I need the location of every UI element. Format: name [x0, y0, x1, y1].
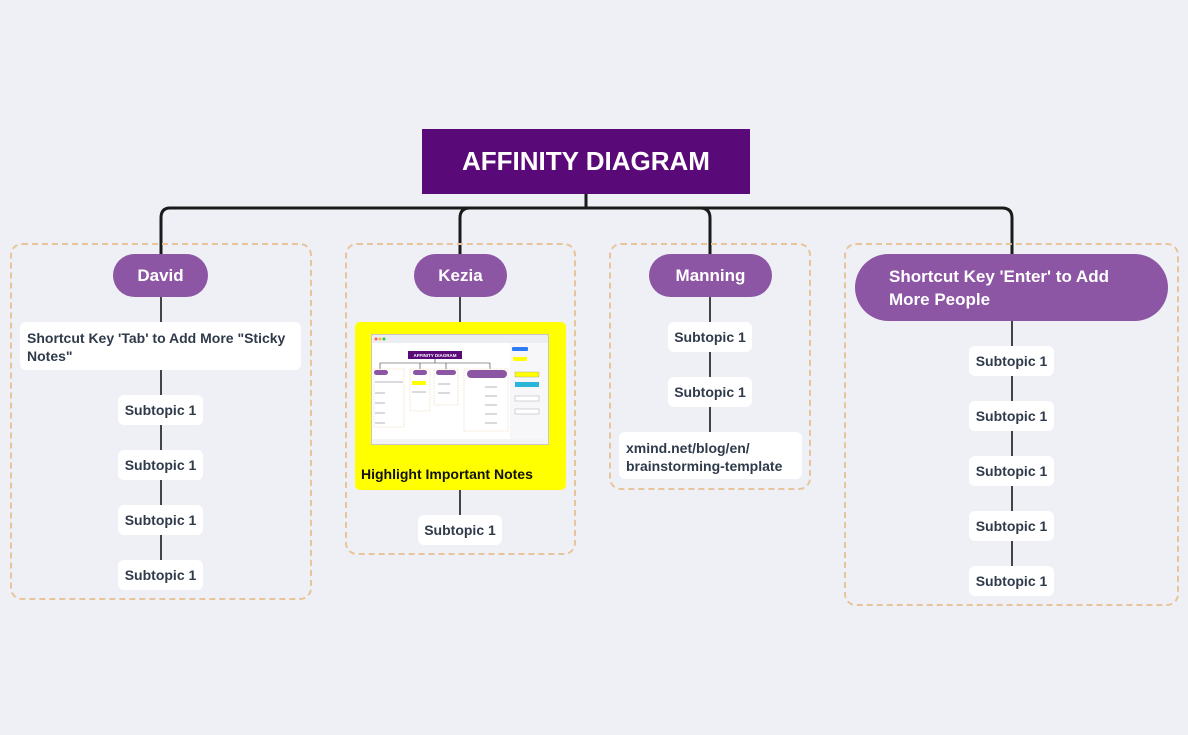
boundary-people	[844, 243, 1179, 606]
main-topic-manning[interactable]: Manning	[649, 254, 772, 297]
highlight-caption: Highlight Important Notes	[361, 466, 533, 482]
subtopic-david-1[interactable]: Subtopic 1	[118, 395, 203, 425]
boundary-kezia	[345, 243, 576, 555]
subtopic-people-1[interactable]: Subtopic 1	[969, 346, 1054, 376]
subtopic-david-2[interactable]: Subtopic 1	[118, 450, 203, 480]
central-topic[interactable]: AFFINITY DIAGRAM	[422, 129, 750, 194]
main-topic-david[interactable]: David	[113, 254, 208, 297]
main-topic-add-people[interactable]: Shortcut Key 'Enter' to Add More People	[855, 254, 1168, 321]
thumbnail-title: AFFINITY DIAGRAM	[414, 353, 457, 358]
subtopic-people-4[interactable]: Subtopic 1	[969, 511, 1054, 541]
subtopic-david-4[interactable]: Subtopic 1	[118, 560, 203, 590]
subtopic-david-3[interactable]: Subtopic 1	[118, 505, 203, 535]
thumbnail-drawing: AFFINITY DIAGRAM	[372, 335, 548, 444]
subtopic-manning-1[interactable]: Subtopic 1	[668, 322, 752, 352]
connector-kezia	[458, 206, 471, 254]
subtopic-manning-2[interactable]: Subtopic 1	[668, 377, 752, 407]
subtopic-kezia-1[interactable]: Subtopic 1	[418, 515, 502, 545]
connector-manning	[699, 206, 712, 254]
connector-david	[159, 206, 171, 254]
screenshot-thumbnail: AFFINITY DIAGRAM	[371, 334, 549, 445]
highlighted-image-topic[interactable]: AFFINITY DIAGRAM	[355, 322, 566, 490]
subtopic-people-2[interactable]: Subtopic 1	[969, 401, 1054, 431]
subtopic-people-5[interactable]: Subtopic 1	[969, 566, 1054, 596]
boundary-david	[10, 243, 312, 600]
link-note-brainstorming[interactable]: xmind.net/blog/en/ brainstorming-templat…	[619, 432, 802, 479]
note-tab-shortcut[interactable]: Shortcut Key 'Tab' to Add More "Sticky N…	[20, 322, 301, 370]
main-topic-kezia[interactable]: Kezia	[414, 254, 507, 297]
connector-people	[1001, 206, 1014, 254]
subtopic-people-3[interactable]: Subtopic 1	[969, 456, 1054, 486]
boundary-manning	[609, 243, 811, 490]
